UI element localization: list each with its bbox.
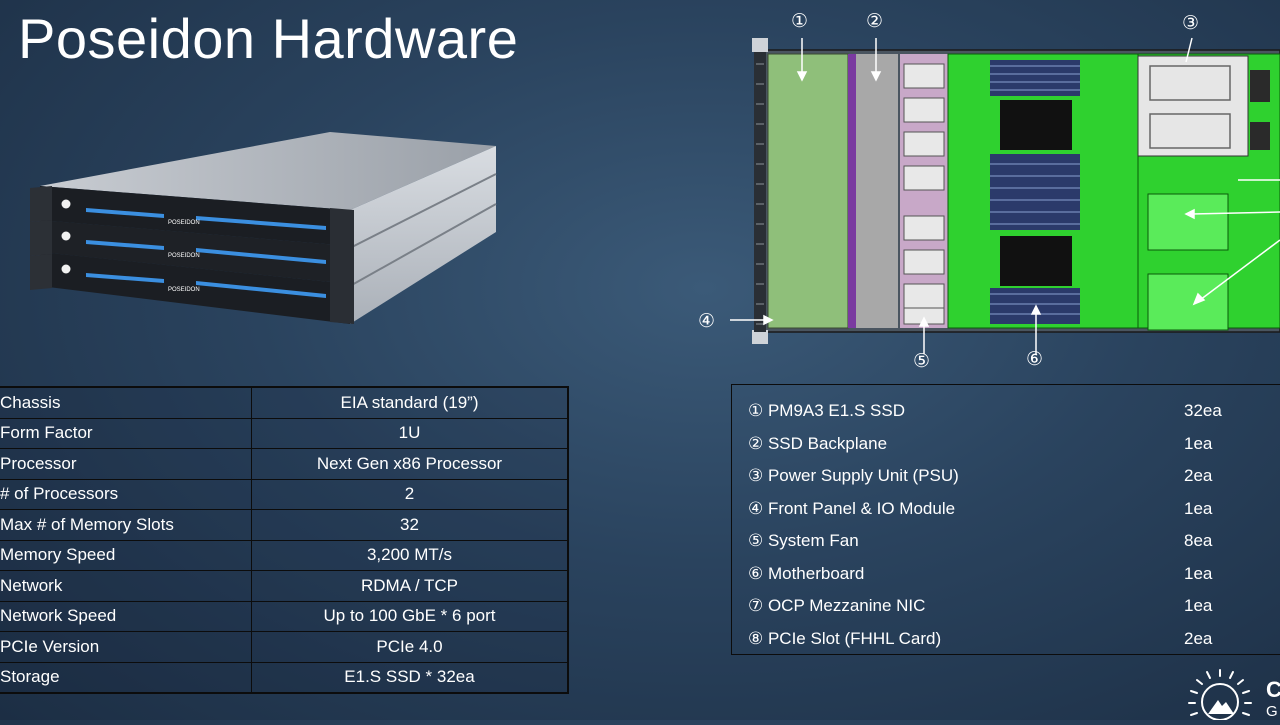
spec-value: EIA standard (19”)	[251, 386, 569, 419]
server-layout-diagram: ① ② ③ ④ ⑤ ⑥	[690, 4, 1280, 374]
spec-label: Storage	[0, 661, 252, 694]
part-name: ⑧ PCIe Slot (FHHL Card)	[748, 628, 942, 648]
server-brand-1: POSEIDON	[168, 220, 200, 226]
part-qty: 1ea	[1184, 498, 1213, 518]
part-qty: 2ea	[1184, 628, 1213, 648]
callout-3: ③	[1182, 13, 1200, 34]
spec-label: Form Factor	[0, 417, 252, 449]
spec-value: Up to 100 GbE * 6 port	[251, 600, 569, 632]
callout-4: ④	[698, 311, 716, 332]
part-qty: 1ea	[1184, 596, 1213, 615]
list-item: ① PM9A3 E1.S SSD 32ea	[748, 401, 1280, 431]
part-name: ⑥ Motherboard	[748, 563, 865, 583]
part-name: ① PM9A3 E1.S SSD	[748, 401, 905, 420]
server-brand-2: POSEIDON	[168, 253, 200, 259]
callout-6: ⑥	[1026, 349, 1044, 370]
callout-2: ②	[866, 11, 884, 32]
spec-value: PCIe 4.0	[251, 631, 569, 663]
list-item: ② SSD Backplane 1ea	[748, 434, 1280, 464]
list-item: ⑧ PCIe Slot (FHHL Card) 2ea	[748, 629, 1280, 659]
list-item: ⑦ OCP Mezzanine NIC 1ea	[748, 596, 1280, 626]
spec-value: Next Gen x86 Processor	[251, 448, 569, 480]
callout-5: ⑤	[913, 351, 931, 372]
part-name: ⑤ System Fan	[748, 531, 859, 550]
list-item: ⑥ Motherboard 1ea	[748, 564, 1280, 594]
spec-value: 32	[251, 509, 569, 541]
spec-label: Network	[0, 570, 252, 602]
spec-value: RDMA / TCP	[251, 570, 569, 602]
logo-letter-1: C	[1266, 677, 1280, 702]
page-title: Poseidon Hardware	[18, 7, 519, 70]
part-name: ⑦ OCP Mezzanine NIC	[748, 596, 926, 615]
spec-label: Max # of Memory Slots	[0, 509, 252, 541]
server-brand-3: POSEIDON	[168, 287, 200, 293]
logo-letter-2: G	[1266, 703, 1278, 720]
server-illustration: POSEIDON POSEIDON POSEIDON	[30, 128, 500, 328]
list-item: ⑤ System Fan 8ea	[748, 531, 1280, 561]
spec-value: 1U	[251, 417, 569, 449]
spec-label: Network Speed	[0, 600, 252, 632]
part-qty: 2ea	[1184, 466, 1213, 485]
list-item: ④ Front Panel & IO Module 1ea	[748, 499, 1280, 529]
part-name: ② SSD Backplane	[748, 433, 888, 453]
callout-1: ①	[791, 11, 809, 32]
spec-label: Processor	[0, 448, 252, 480]
spec-label: PCIe Version	[0, 631, 252, 663]
spec-label: Memory Speed	[0, 539, 252, 571]
part-qty: 1ea	[1184, 433, 1213, 453]
list-item: ③ Power Supply Unit (PSU) 2ea	[748, 466, 1280, 496]
spec-value: 2	[251, 478, 569, 510]
part-qty: 32ea	[1184, 401, 1222, 420]
spec-value: E1.S SSD * 32ea	[251, 661, 569, 694]
spec-label: # of Processors	[0, 478, 252, 510]
company-logo	[1180, 668, 1280, 721]
part-name: ④ Front Panel & IO Module	[748, 498, 956, 518]
part-qty: 1ea	[1184, 563, 1213, 583]
part-name: ③ Power Supply Unit (PSU)	[748, 466, 959, 485]
spec-label: Chassis	[0, 386, 252, 419]
logo-wordmark: C G	[1266, 679, 1280, 723]
part-qty: 8ea	[1184, 531, 1213, 550]
parts-list: ① PM9A3 E1.S SSD 32ea ② SSD Backplane 1e…	[731, 384, 1280, 655]
spec-value: 3,200 MT/s	[251, 539, 569, 571]
